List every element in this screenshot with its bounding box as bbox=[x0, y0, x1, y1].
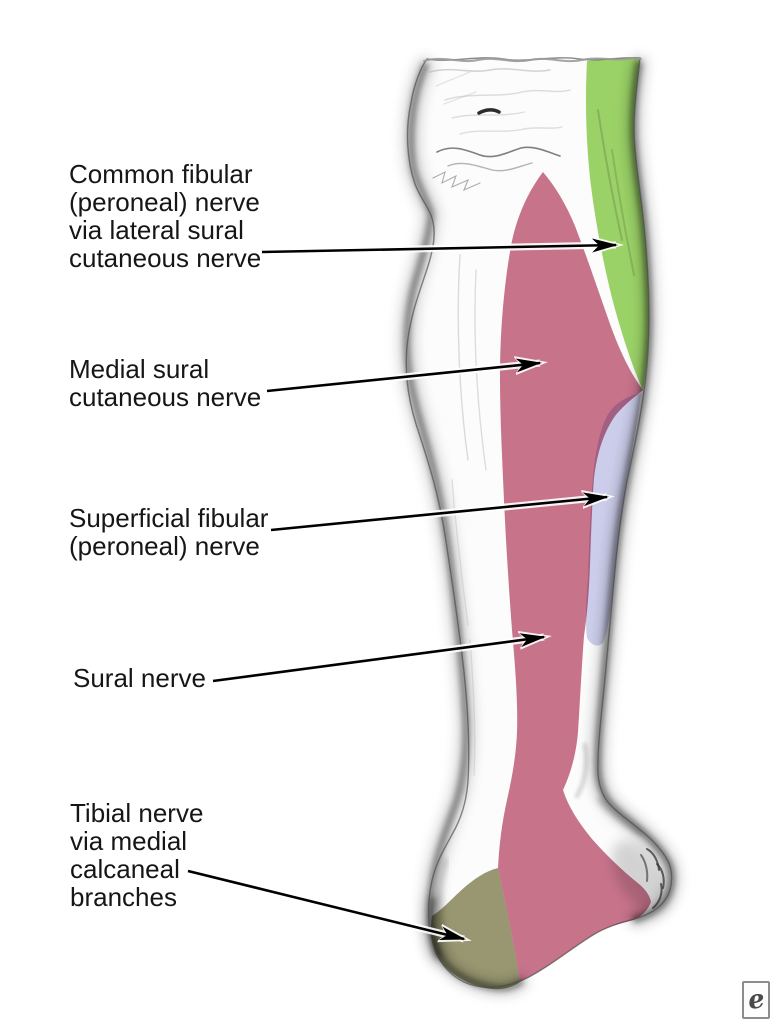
leader-arrows bbox=[187, 245, 616, 943]
label-superficial-fibular-nerve: Superficial fibular (peroneal) nerve bbox=[69, 503, 269, 561]
leader-arrow-tibial bbox=[187, 867, 464, 943]
label-tibial-nerve: Tibial nerve via medial calcaneal branch… bbox=[70, 798, 204, 912]
leader-arrow-superficial-fibular bbox=[270, 497, 607, 534]
leader-arrow-medial-sural bbox=[266, 363, 540, 395]
top-cut-edge bbox=[423, 56, 642, 73]
region-lateral-sural-cutaneous-nerve bbox=[586, 57, 649, 391]
region-tibial-medial-calcaneal bbox=[430, 868, 520, 990]
label-sural-nerve: Sural nerve bbox=[73, 663, 206, 693]
knee-crease-sketch bbox=[432, 108, 561, 192]
region-superficial-fibular-nerve bbox=[585, 393, 641, 646]
label-medial-sural-cutaneous-nerve: Medial sural cutaneous nerve bbox=[69, 354, 262, 412]
cutaneous-regions bbox=[430, 57, 651, 990]
logo-e-glyph: e bbox=[745, 983, 767, 1017]
overlay-sketch-strokes bbox=[597, 109, 665, 909]
publisher-logo: e bbox=[742, 981, 770, 1019]
leg-outline bbox=[405, 56, 673, 988]
leader-arrow-common-fibular bbox=[261, 245, 616, 252]
label-common-fibular-nerve: Common fibular (peroneal) nerve via late… bbox=[69, 159, 262, 273]
leader-arrow-sural bbox=[212, 637, 544, 685]
pencil-shading-left-edge bbox=[397, 57, 476, 964]
